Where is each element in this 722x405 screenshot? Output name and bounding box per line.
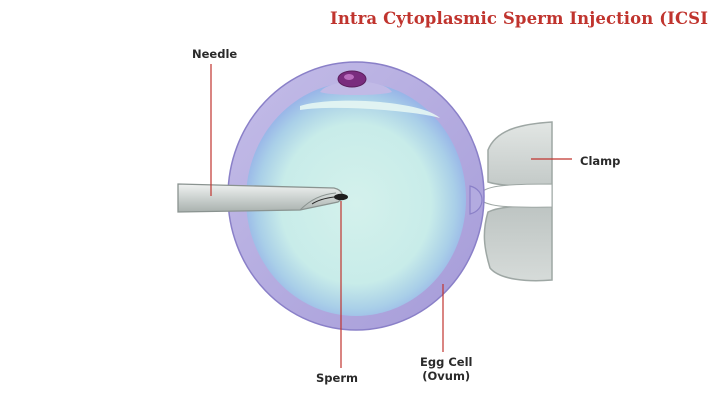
injection-needle — [177, 183, 348, 213]
leader-lines — [210, 64, 572, 368]
diagram-title: Intra Cytoplasmic Sperm Injection (ICSI — [330, 9, 709, 28]
egg-cell-label: Egg Cell (Ovum) — [420, 355, 472, 383]
sperm-icon — [334, 193, 348, 201]
needle-label: Needle — [192, 47, 238, 61]
clamp-pipette — [477, 121, 553, 282]
egg-cell-label-line2: (Ovum) — [422, 369, 471, 383]
egg-cell-label-line1: Egg Cell — [420, 355, 473, 369]
egg-cell — [227, 61, 485, 331]
sperm-label: Sperm — [316, 371, 358, 385]
polar-body-bump — [320, 81, 392, 95]
clamp-label: Clamp — [580, 154, 621, 168]
